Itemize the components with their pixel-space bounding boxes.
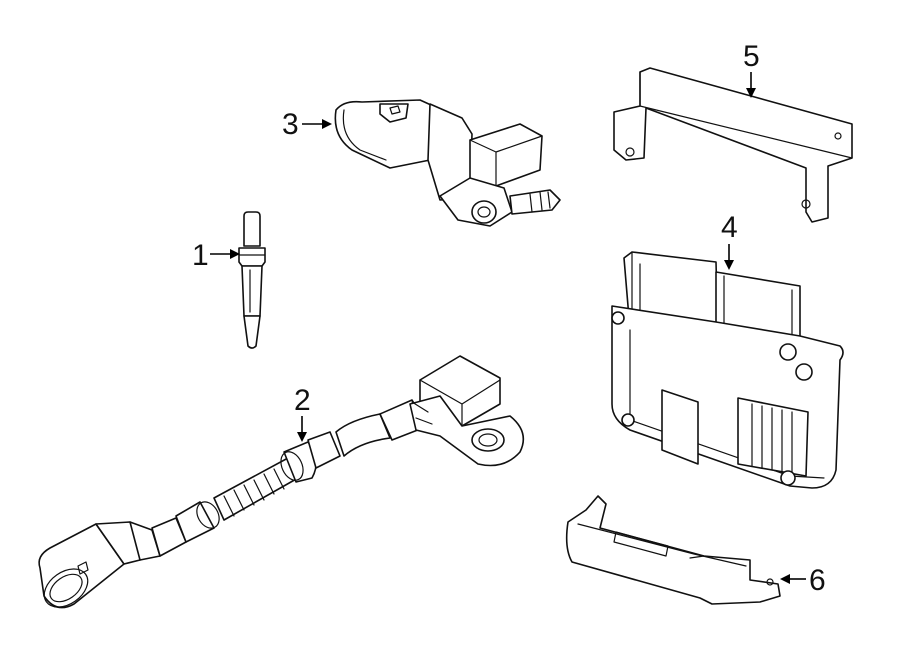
callout-2-label: 2 [294, 384, 311, 417]
control-module-icon[interactable] [611, 251, 844, 489]
callout-4-label: 4 [721, 211, 738, 244]
callout-1: 1 [192, 239, 240, 272]
glow-plug-icon[interactable] [238, 211, 266, 349]
callout-3-label: 3 [282, 108, 299, 141]
callout-5: 5 [743, 40, 760, 98]
angled-sensor-icon[interactable] [334, 99, 561, 227]
harness-sensor-icon[interactable] [37, 355, 525, 615]
callout-4: 4 [721, 211, 738, 270]
callout-3: 3 [282, 108, 332, 141]
callout-1-label: 1 [192, 239, 209, 272]
callout-2: 2 [294, 384, 311, 442]
callout-5-label: 5 [743, 40, 760, 73]
module-bracket-icon[interactable] [565, 495, 781, 605]
mounting-bracket-icon[interactable] [613, 67, 853, 223]
callout-6: 6 [780, 564, 826, 597]
callout-6-label: 6 [809, 564, 826, 597]
